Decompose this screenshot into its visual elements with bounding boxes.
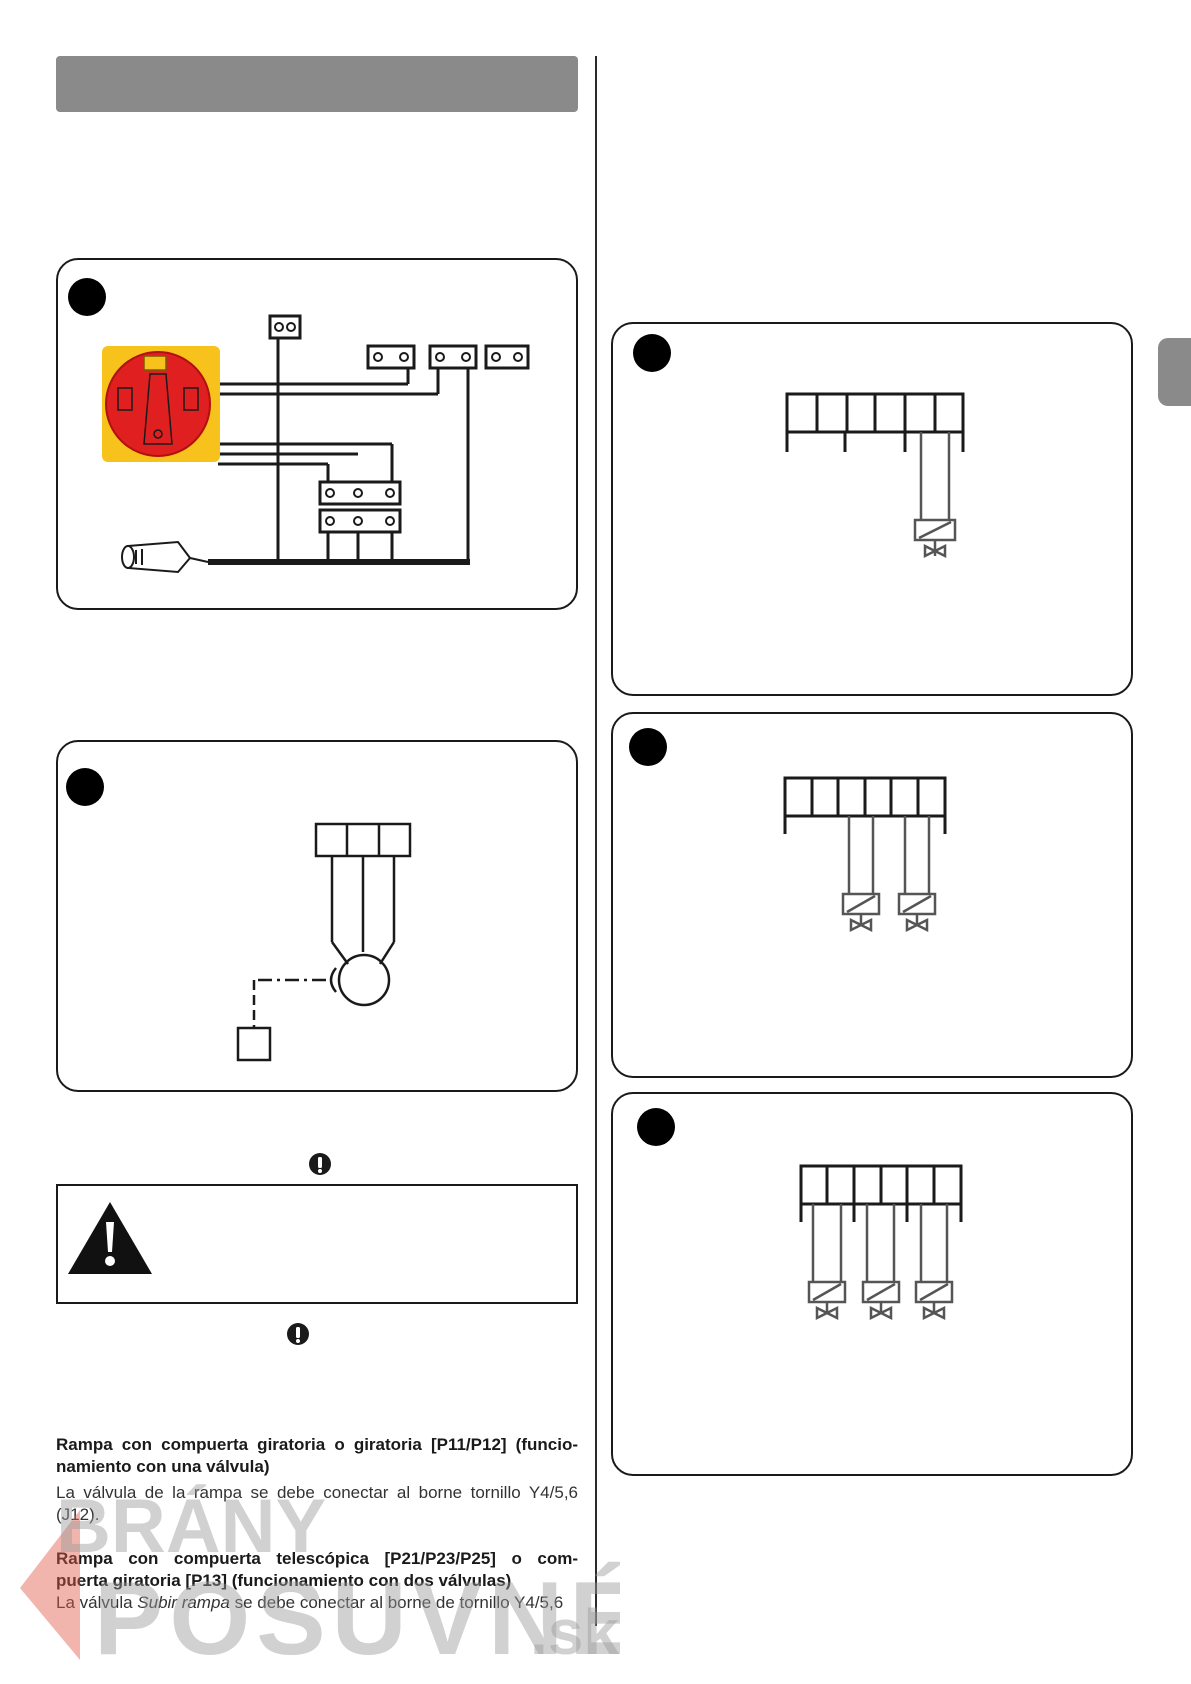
figure-three-valves: [611, 1092, 1133, 1476]
section-title: Rampa con compuerta giratoria o giratori…: [56, 1435, 578, 1476]
figure-main-switch-wiring: [56, 258, 578, 610]
section-header-bar: [56, 56, 578, 112]
main-switch-icon: [102, 346, 220, 462]
solenoid-valve-icon: [897, 892, 937, 933]
section-one-valve: Rampa con compuerta giratoria o giratori…: [56, 1434, 578, 1526]
two-valves-diagram: [783, 776, 947, 933]
warning-box: [56, 1184, 578, 1304]
power-plug-icon: [121, 540, 209, 574]
section-body: La válvula de la rampa se debe conectar …: [56, 1483, 578, 1524]
figure-motor-wiring: [56, 740, 578, 1092]
info-circle-icon: [287, 1323, 309, 1345]
figure-number-badge: [68, 278, 106, 316]
solenoid-valve-icon: [914, 1280, 954, 1321]
motor-icon: [337, 953, 391, 1007]
side-tab: [1158, 338, 1191, 406]
figure-number-badge: [629, 728, 667, 766]
solenoid-valve-icon: [861, 1280, 901, 1321]
figure-one-valve: [611, 322, 1133, 696]
main-switch-wiring-diagram: [102, 314, 530, 574]
section-two-valves: Rampa con compuerta telescópica [P21/P23…: [56, 1548, 578, 1614]
info-circle-icon: [309, 1153, 331, 1175]
figure-number-badge: [633, 334, 671, 372]
figure-two-valves: [611, 712, 1133, 1078]
section-body: La válvula Subir rampa se debe conectar …: [56, 1593, 564, 1612]
solenoid-valve-icon: [841, 892, 881, 933]
one-valve-diagram: [785, 392, 965, 559]
figure-number-badge: [66, 768, 104, 806]
solenoid-valve-icon: [913, 518, 957, 559]
figure-number-badge: [637, 1108, 675, 1146]
section-title: Rampa con compuerta telescópica [P21/P23…: [56, 1549, 578, 1590]
column-divider: [595, 56, 597, 1626]
warning-triangle-icon: [68, 1202, 152, 1274]
three-valves-diagram: [799, 1164, 963, 1321]
motor-wiring-diagram: [236, 822, 412, 1062]
sensor-box-icon: [236, 1026, 272, 1062]
solenoid-valve-icon: [807, 1280, 847, 1321]
